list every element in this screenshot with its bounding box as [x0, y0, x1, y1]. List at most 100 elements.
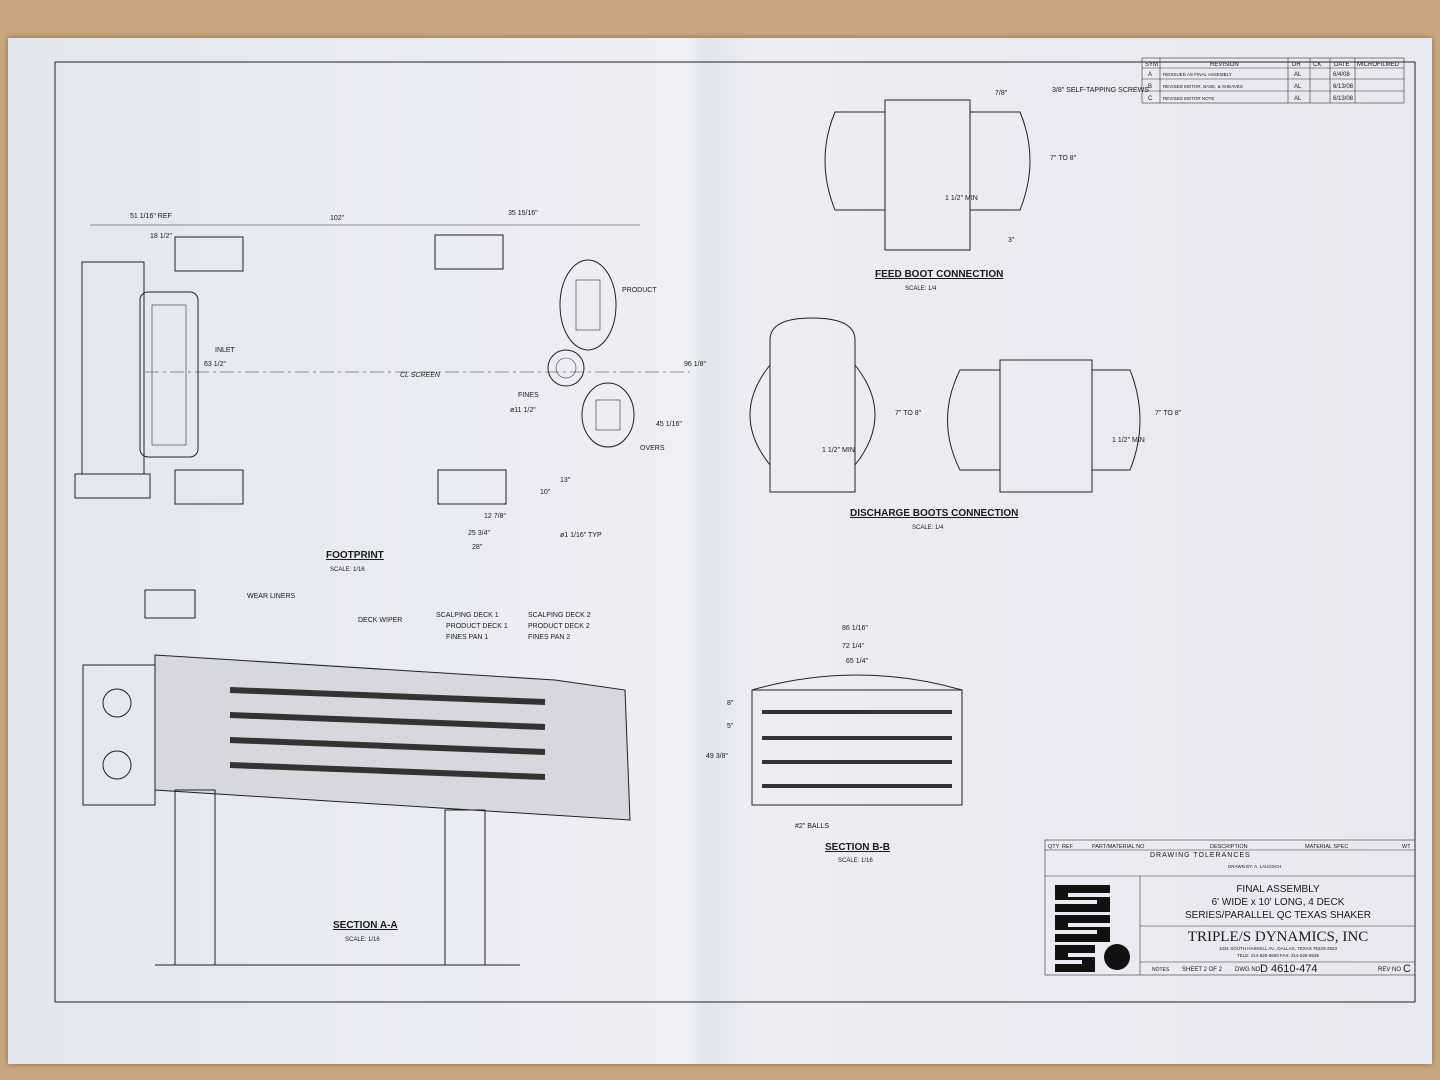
feed-boot-scale: SCALE: 1/4	[905, 286, 937, 292]
drawing-sheet	[8, 38, 1432, 1064]
dim-hole: ø1 1/16" TYP	[560, 532, 602, 539]
tb-rev: C	[1403, 963, 1411, 975]
tb-drawn-by: DRAWN BY: A. LAUGSCH	[1228, 864, 1281, 869]
rev-header-date: DATE	[1334, 62, 1350, 68]
section-aa-title: SECTION A-A	[333, 920, 398, 931]
rev-date: 6/4/08	[1333, 72, 1350, 78]
tb-dwg-no: D 4610-474	[1260, 963, 1318, 975]
dim-49: 49 3/8"	[706, 753, 728, 760]
tb-address: 1031 SOUTH HASKELL AV., DALLAS, TEXAS 75…	[1219, 946, 1338, 951]
label-scalping-deck-2: SCALPING DECK 2	[528, 612, 591, 619]
feed-boot-title: FEED BOOT CONNECTION	[875, 269, 1003, 280]
label-scalping-deck-1: SCALPING DECK 1	[436, 612, 499, 619]
rev-header-sym: SYM	[1145, 62, 1158, 68]
label-product-deck-2: PRODUCT DECK 2	[528, 623, 590, 630]
label-screws: 3/8" SELF-TAPPING SCREWS	[1052, 87, 1149, 94]
tb-company: TRIPLE/S DYNAMICS, INC	[1188, 929, 1368, 945]
discharge-scale: SCALE: 1/4	[912, 525, 944, 531]
label-product: PRODUCT	[622, 287, 657, 294]
tb-rev-label: REV NO	[1378, 967, 1401, 973]
rev-sym: C	[1148, 96, 1153, 102]
title-block: QTY REF PART/MATERIAL NO DESCRIPTION MAT…	[1044, 839, 1416, 976]
rev-dr: AL	[1294, 84, 1302, 90]
section-bb-scale: SCALE: 1/16	[838, 858, 873, 864]
section-bb-title: SECTION B-B	[825, 842, 890, 853]
discharge-title: DISCHARGE BOOTS CONNECTION	[850, 508, 1018, 519]
rev-dr: AL	[1294, 96, 1302, 102]
dim-25: 25 3/4"	[468, 530, 490, 537]
dim-8: 8"	[727, 700, 734, 707]
tb-header-part: PART/MATERIAL NO	[1092, 844, 1145, 850]
tb-phone: TELE: 214-828-8600 FAX: 214-828-8639	[1237, 953, 1320, 958]
tb-notes: NOTES	[1152, 967, 1170, 973]
tb-header-qty: QTY	[1048, 844, 1060, 850]
label-screen-centerline: CL SCREEN	[400, 372, 441, 379]
tb-header-description: DESCRIPTION	[1210, 844, 1248, 850]
tb-title-line-1: FINAL ASSEMBLY	[1236, 884, 1320, 895]
section-aa-view: WEAR LINERS DECK WIPER SCALPING DECK 1 P…	[82, 589, 631, 966]
label-balls: #2" BALLS	[795, 823, 829, 830]
dim-min: 1 1/2" MIN	[945, 195, 978, 202]
dim-7-to-8: 7" TO 8"	[1050, 155, 1077, 162]
tb-header-material-spec: MATERIAL SPEC	[1305, 844, 1348, 850]
label-product-deck-1: PRODUCT DECK 1	[446, 623, 508, 630]
label-fines-pan-1: FINES PAN 1	[446, 634, 488, 641]
tb-title-line-2: 6' WIDE x 10' LONG, 4 DECK	[1212, 897, 1345, 908]
dim-63: 63 1/2"	[204, 361, 226, 368]
rev-text: REVISED MOTOR, BASE, & SHEAVES	[1163, 84, 1243, 89]
dim-11: ø11 1/2"	[510, 407, 536, 414]
tb-dwg-label: DWG NO	[1235, 967, 1261, 973]
dim-ref: 51 1/16" REF	[130, 213, 172, 220]
rev-header-revision: REVISION	[1210, 62, 1239, 68]
section-aa-scale: SCALE: 1/16	[345, 937, 380, 943]
label-fines: FINES	[518, 392, 539, 399]
dim-7-to-8: 7" TO 8"	[1155, 410, 1182, 417]
tb-title-line-3: SERIES/PARALLEL QC TEXAS SHAKER	[1185, 910, 1371, 921]
rev-sym: A	[1148, 72, 1152, 78]
rev-text: REISSUED AS FINAL ASSEMBLY	[1163, 72, 1232, 77]
dim-18: 18 1/2"	[150, 233, 172, 240]
label-inlet: INLET	[215, 347, 236, 354]
rev-sym: B	[1148, 84, 1152, 90]
dim-28: 28"	[472, 544, 483, 551]
footprint-title: FOOTPRINT	[326, 550, 384, 561]
tb-header-wt: WT	[1402, 844, 1411, 850]
dim-102: 102"	[330, 215, 345, 222]
dim-35: 35 15/16"	[508, 210, 538, 217]
company-logo	[1055, 885, 1130, 972]
tb-header-ref: REF	[1062, 844, 1074, 850]
dim-7-to-8: 7" TO 8"	[895, 410, 922, 417]
tb-tolerances: DRAWING TOLERANCES	[1150, 852, 1251, 859]
footprint-view: 51 1/16" REF 18 1/2" 102" 35 15/16" INLE…	[74, 210, 706, 573]
rev-dr: AL	[1294, 72, 1302, 78]
dim-7-8: 7/8"	[995, 90, 1008, 97]
label-overs: OVERS	[640, 445, 665, 452]
discharge-boots-view: 7" TO 8" 7" TO 8" 1 1/2" MIN 1 1/2" MIN …	[749, 317, 1182, 531]
rev-header-microfilmed: MICROFILMED	[1357, 62, 1400, 68]
dim-65: 65 1/4"	[846, 658, 868, 665]
drawing-border	[54, 61, 1416, 1003]
dim-10: 10"	[540, 489, 551, 496]
dim-12: 12 7/8"	[484, 513, 506, 520]
section-bb-view: 86 1/16" 72 1/4" 65 1/4" 49 3/8" 8" 5" #…	[706, 625, 963, 864]
revision-table: SYM REVISION DR CK DATE MICROFILMED A RE…	[1141, 57, 1405, 104]
dim-45: 45 1/16"	[656, 421, 682, 428]
label-wear-liners: WEAR LINERS	[247, 593, 296, 600]
dim-5: 5"	[727, 723, 734, 730]
dim-min: 1 1/2" MIN	[1112, 437, 1145, 444]
dim-13: 13"	[560, 477, 571, 484]
rev-text: REVISED MOTOR NOTE	[1163, 96, 1214, 101]
rev-date: 6/13/08	[1333, 96, 1354, 102]
tb-sheet: SHEET 2 OF 2	[1182, 967, 1223, 973]
dim-3: 3"	[1008, 237, 1015, 244]
rev-header-ck: CK	[1313, 62, 1321, 68]
dim-86: 86 1/16"	[842, 625, 868, 632]
rev-header-dr: DR	[1292, 62, 1301, 68]
dim-96: 96 1/8"	[684, 361, 706, 368]
rev-date: 6/13/08	[1333, 84, 1354, 90]
label-deck-wiper: DECK WIPER	[358, 617, 402, 624]
dim-72: 72 1/4"	[842, 643, 864, 650]
label-fines-pan-2: FINES PAN 2	[528, 634, 570, 641]
dim-min: 1 1/2" MIN	[822, 447, 855, 454]
